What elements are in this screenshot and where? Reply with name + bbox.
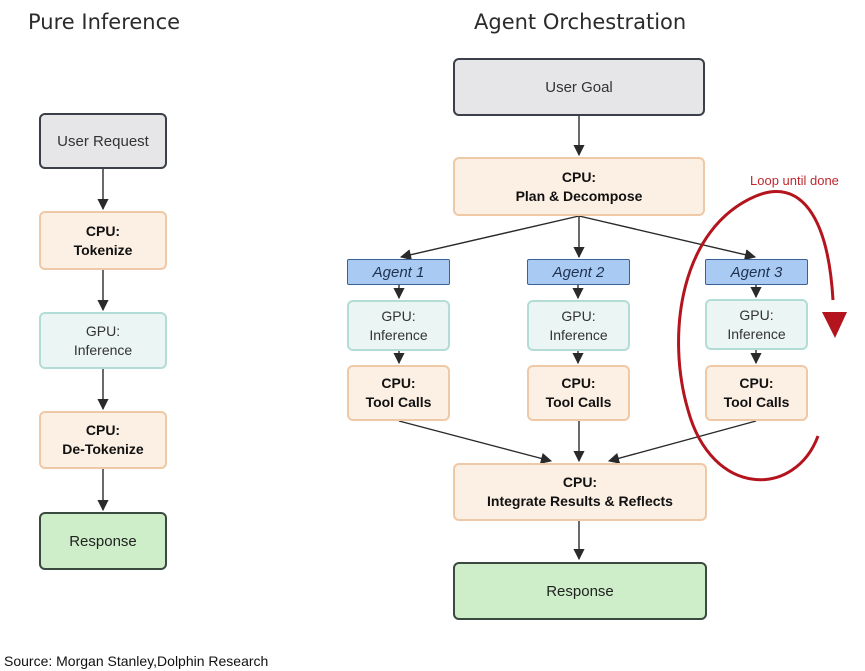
gpu-inference-line-1: GPU: <box>85 322 121 339</box>
agent-2-gpu-line-2: Inference <box>549 326 608 343</box>
arrow-cpu1-to-integrate <box>398 420 553 464</box>
agent-2-cpu-line-2: Tool Calls <box>545 394 612 410</box>
agent-2-tag: Agent 2 <box>527 259 630 285</box>
agent-3-cpu-node: CPU: Tool Calls <box>705 365 808 421</box>
tokenize-line-2: Tokenize <box>73 241 133 258</box>
loop-arrowhead <box>822 312 847 338</box>
user-request-label: User Request <box>57 132 149 150</box>
arrow-plan-to-agent3 <box>578 215 757 261</box>
plan-line-2: Plan & Decompose <box>515 187 643 204</box>
agent-1-gpu-node: GPU: Inference <box>347 300 450 351</box>
agent-3-gpu-line-2: Inference <box>727 325 786 342</box>
agent-1-cpu-node: CPU: Tool Calls <box>347 365 450 421</box>
tokenize-line-1: CPU: <box>85 222 121 239</box>
agent-1-cpu-line-1: CPU: <box>381 375 416 391</box>
agent-2-gpu-line-1: GPU: <box>561 307 596 324</box>
response-node-left: Response <box>39 512 167 570</box>
agent-3-cpu-line-2: Tool Calls <box>723 394 790 410</box>
response-node-right: Response <box>453 562 707 620</box>
integrate-line-1: CPU: <box>562 474 598 490</box>
tokenize-node: CPU: Tokenize <box>39 211 167 270</box>
agent-1-label: Agent 1 <box>372 263 425 281</box>
detokenize-node: CPU: De-Tokenize <box>39 411 167 469</box>
gpu-inference-line-2: Inference <box>73 341 133 358</box>
loop-arc <box>677 190 835 482</box>
agent-1-tag: Agent 1 <box>347 259 450 285</box>
user-goal-label: User Goal <box>545 78 613 96</box>
arrow-plan-to-agent1 <box>399 215 580 261</box>
user-request-node: User Request <box>39 113 167 169</box>
arrow-cpu3-to-integrate <box>607 420 757 464</box>
user-goal-node: User Goal <box>453 58 705 116</box>
agent-orchestration-title: Agent Orchestration <box>474 10 687 34</box>
agent-3-gpu-line-1: GPU: <box>739 306 774 323</box>
agent-3-cpu-line-1: CPU: <box>739 375 774 391</box>
integrate-line-2: Integrate Results & Reflects <box>487 493 673 509</box>
agent-3-tag: Agent 3 <box>705 259 808 285</box>
agent-1-cpu-line-2: Tool Calls <box>365 394 432 410</box>
agent-2-cpu-node: CPU: Tool Calls <box>527 365 630 421</box>
integrate-results-node: CPU: Integrate Results & Reflects <box>453 463 707 521</box>
agent-3-label: Agent 3 <box>730 263 783 281</box>
plan-decompose-node: CPU: Plan & Decompose <box>453 157 705 216</box>
agent-1-gpu-line-2: Inference <box>369 326 428 343</box>
response-label-left: Response <box>69 532 137 550</box>
response-label-right: Response <box>546 582 614 600</box>
agent-2-gpu-node: GPU: Inference <box>527 300 630 351</box>
agent-1-gpu-line-1: GPU: <box>381 307 416 324</box>
plan-line-1: CPU: <box>561 168 597 185</box>
agent-2-cpu-line-1: CPU: <box>561 375 596 391</box>
agent-2-label: Agent 2 <box>552 263 605 281</box>
gpu-inference-node: GPU: Inference <box>39 312 167 369</box>
detokenize-line-2: De-Tokenize <box>62 441 144 457</box>
loop-until-done-label: Loop until done <box>750 173 839 188</box>
agent-3-gpu-node: GPU: Inference <box>705 299 808 350</box>
pure-inference-title: Pure Inference <box>28 10 181 34</box>
detokenize-line-1: CPU: <box>85 422 121 438</box>
source-note: Source: Morgan Stanley,Dolphin Research <box>4 653 269 669</box>
